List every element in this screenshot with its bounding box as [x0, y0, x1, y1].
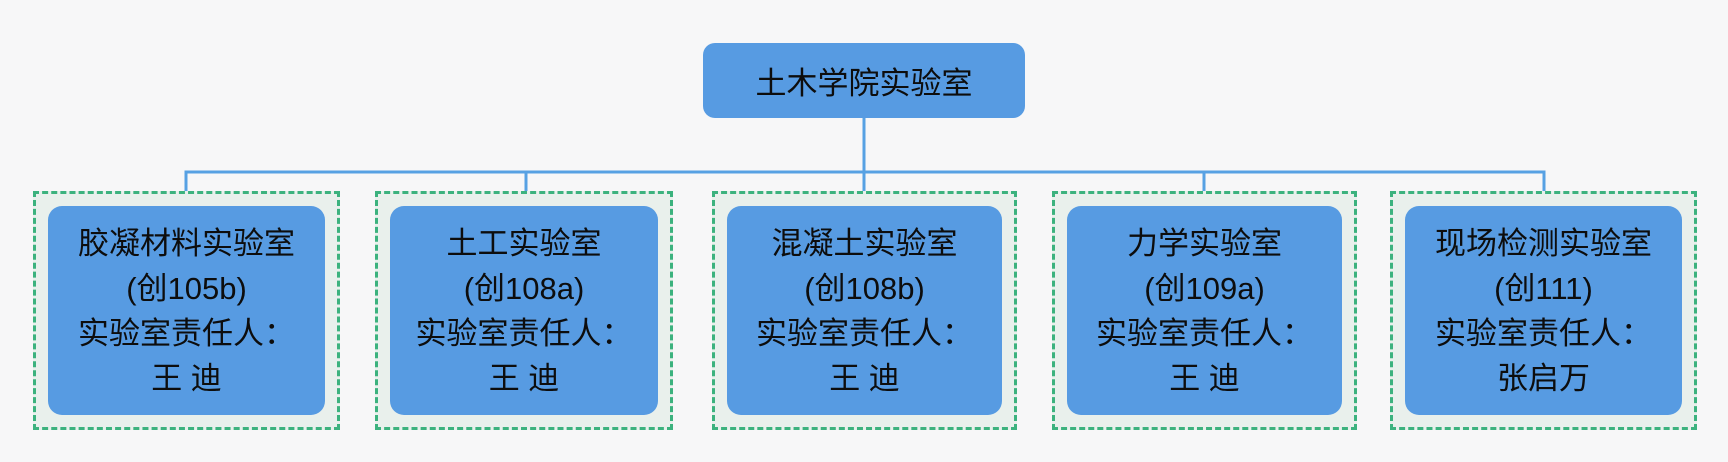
- lab-manager-label: 实验室责任人：: [1096, 315, 1313, 351]
- lab-name: 胶凝材料实验室: [78, 225, 295, 261]
- lab-manager-label: 实验室责任人：: [756, 315, 973, 351]
- lab-node-selection-2[interactable]: 土工实验室 (创108a) 实验室责任人： 王 迪: [375, 191, 673, 430]
- lab-manager-name: 张启万: [1497, 360, 1590, 396]
- lab-manager-name: 王 迪: [829, 360, 900, 396]
- lab-manager-name: 王 迪: [151, 360, 222, 396]
- lab-room: (创111): [1494, 270, 1593, 306]
- lab-manager-label: 实验室责任人：: [1435, 315, 1652, 351]
- root-node[interactable]: 土木学院实验室: [703, 43, 1025, 118]
- lab-name: 现场检测实验室: [1435, 225, 1652, 261]
- lab-node-2[interactable]: 土工实验室 (创108a) 实验室责任人： 王 迪: [390, 206, 658, 415]
- lab-node-selection-1[interactable]: 胶凝材料实验室 (创105b) 实验室责任人： 王 迪: [33, 191, 340, 430]
- lab-name: 混凝土实验室: [771, 225, 958, 261]
- lab-room: (创108b): [804, 270, 925, 306]
- lab-node-selection-5[interactable]: 现场检测实验室 (创111) 实验室责任人： 张启万: [1390, 191, 1697, 430]
- lab-node-1[interactable]: 胶凝材料实验室 (创105b) 实验室责任人： 王 迪: [48, 206, 325, 415]
- lab-name: 力学实验室: [1127, 225, 1282, 261]
- lab-manager-name: 王 迪: [1169, 360, 1240, 396]
- root-node-label: 土木学院实验室: [755, 66, 973, 101]
- lab-manager-name: 王 迪: [488, 360, 560, 396]
- lab-room: (创109a): [1144, 270, 1265, 306]
- lab-room: (创105b): [126, 270, 247, 306]
- lab-manager-label: 实验室责任人：: [415, 315, 633, 351]
- lab-node-5[interactable]: 现场检测实验室 (创111) 实验室责任人： 张启万: [1405, 206, 1682, 415]
- lab-node-4[interactable]: 力学实验室 (创109a) 实验室责任人： 王 迪: [1067, 206, 1342, 415]
- lab-node-3[interactable]: 混凝土实验室 (创108b) 实验室责任人： 王 迪: [727, 206, 1002, 415]
- lab-node-selection-3[interactable]: 混凝土实验室 (创108b) 实验室责任人： 王 迪: [712, 191, 1017, 430]
- lab-name: 土工实验室: [446, 225, 602, 261]
- lab-room: (创108a): [463, 270, 585, 306]
- lab-node-selection-4[interactable]: 力学实验室 (创109a) 实验室责任人： 王 迪: [1052, 191, 1357, 430]
- lab-manager-label: 实验室责任人：: [78, 315, 295, 351]
